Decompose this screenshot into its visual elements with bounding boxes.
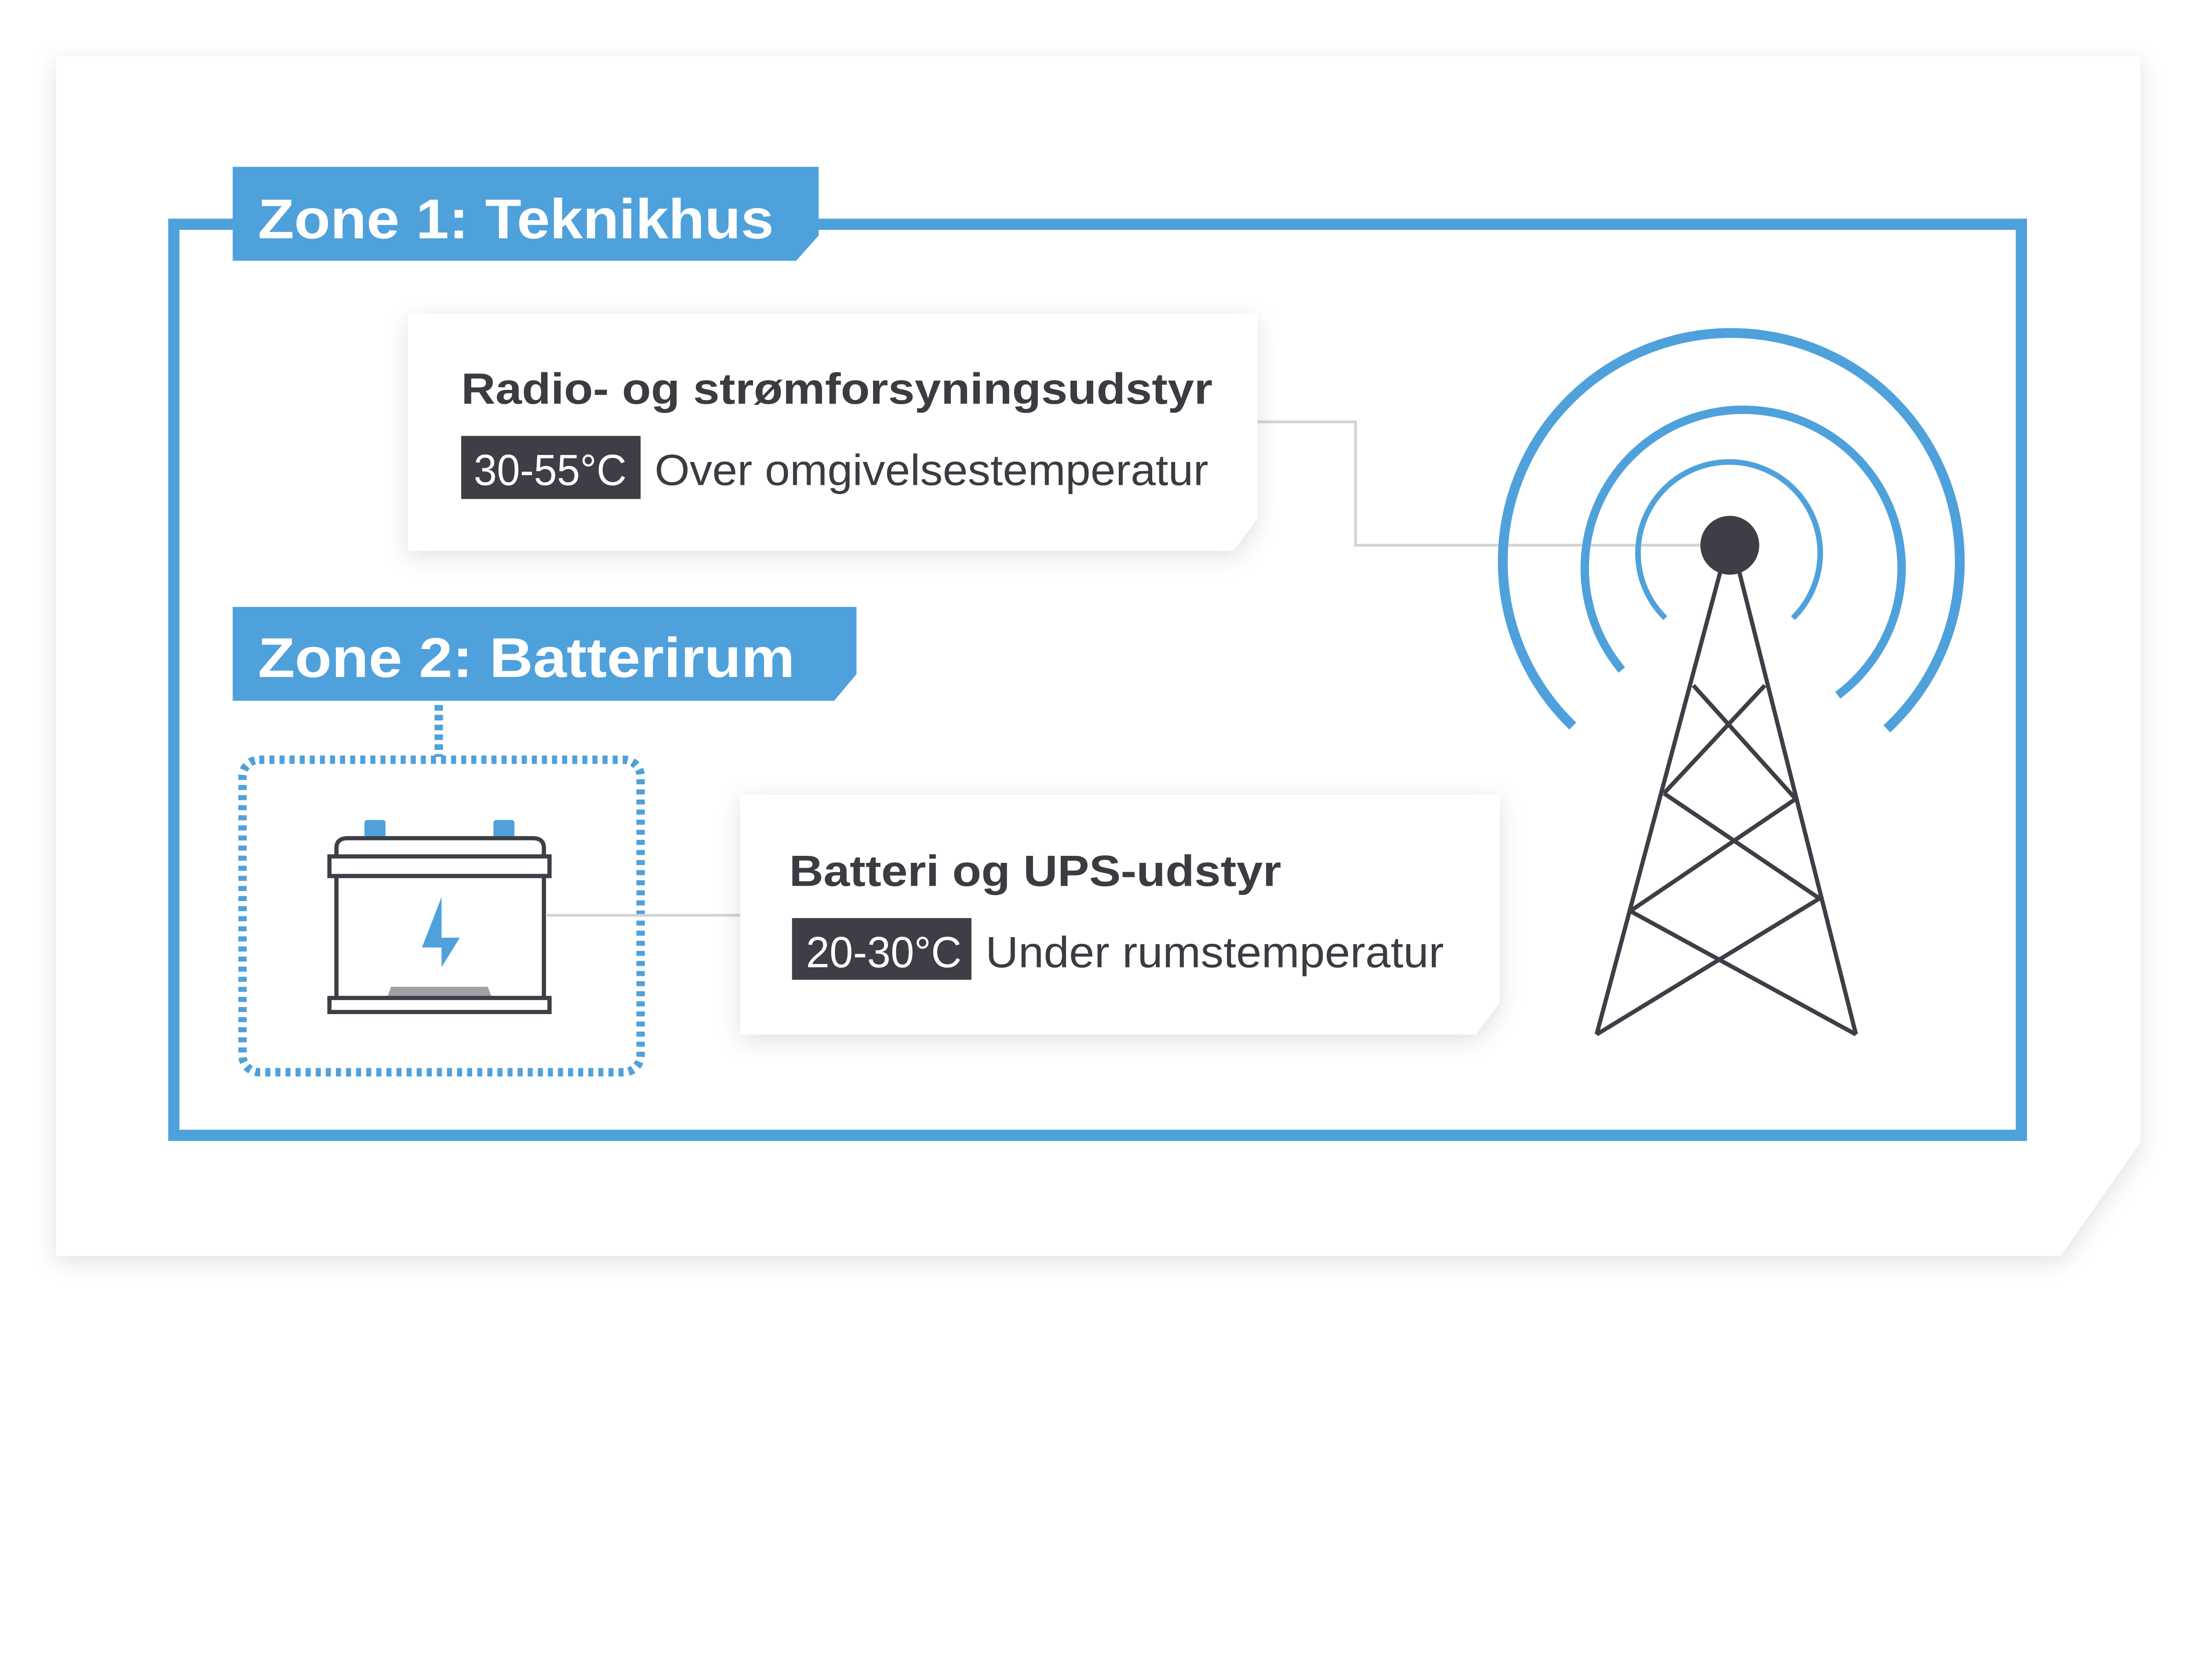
- lightning-bolt-icon: [422, 897, 460, 967]
- battery-equipment-card: Batteri og UPS-udstyr 20-30°C Under rums…: [740, 795, 1500, 1035]
- signal-wave-middle: [1580, 405, 1906, 699]
- temp-badge-text: 20-30°C: [806, 928, 962, 976]
- radio-equipment-title: Radio- og strømforsyningsudstyr: [461, 364, 1212, 413]
- radio-tower-icon: [1498, 328, 1965, 1036]
- zone1-frame: [168, 218, 2027, 1141]
- radio-equipment-card: Radio- og strømforsyningsudstyr 30-55°C …: [408, 314, 1258, 551]
- zone2-label: Zone 2: Batterirum: [233, 607, 857, 701]
- temp-description: Under rumstemperatur: [986, 928, 1444, 976]
- zone1-label-text: Zone 1: Teknikhus: [258, 188, 774, 251]
- zone2-dotted-frame: [238, 755, 645, 1076]
- temp-description: Over omgivelsestemperatur: [655, 446, 1208, 494]
- temp-badge-text: 30-55°C: [474, 446, 627, 494]
- battery-equipment-title: Batteri og UPS-udstyr: [789, 847, 1281, 895]
- zone2-label-text: Zone 2: Batterirum: [258, 627, 795, 689]
- diagram: Zone 1: Teknikhus Radio- og strømforsyni…: [56, 56, 2141, 1256]
- connector-line-radio: [1257, 420, 1730, 547]
- battery-terminal-positive: [493, 820, 515, 838]
- battery-terminal-negative: [364, 820, 386, 838]
- signal-wave-outer: [1498, 328, 1965, 733]
- temp-badge: [792, 918, 972, 980]
- battery-icon: [327, 820, 552, 1015]
- temp-badge: [461, 436, 641, 499]
- zone1-label: Zone 1: Teknikhus: [233, 167, 819, 261]
- signal-wave-inner: [1635, 459, 1823, 620]
- antenna-head: [1700, 516, 1759, 575]
